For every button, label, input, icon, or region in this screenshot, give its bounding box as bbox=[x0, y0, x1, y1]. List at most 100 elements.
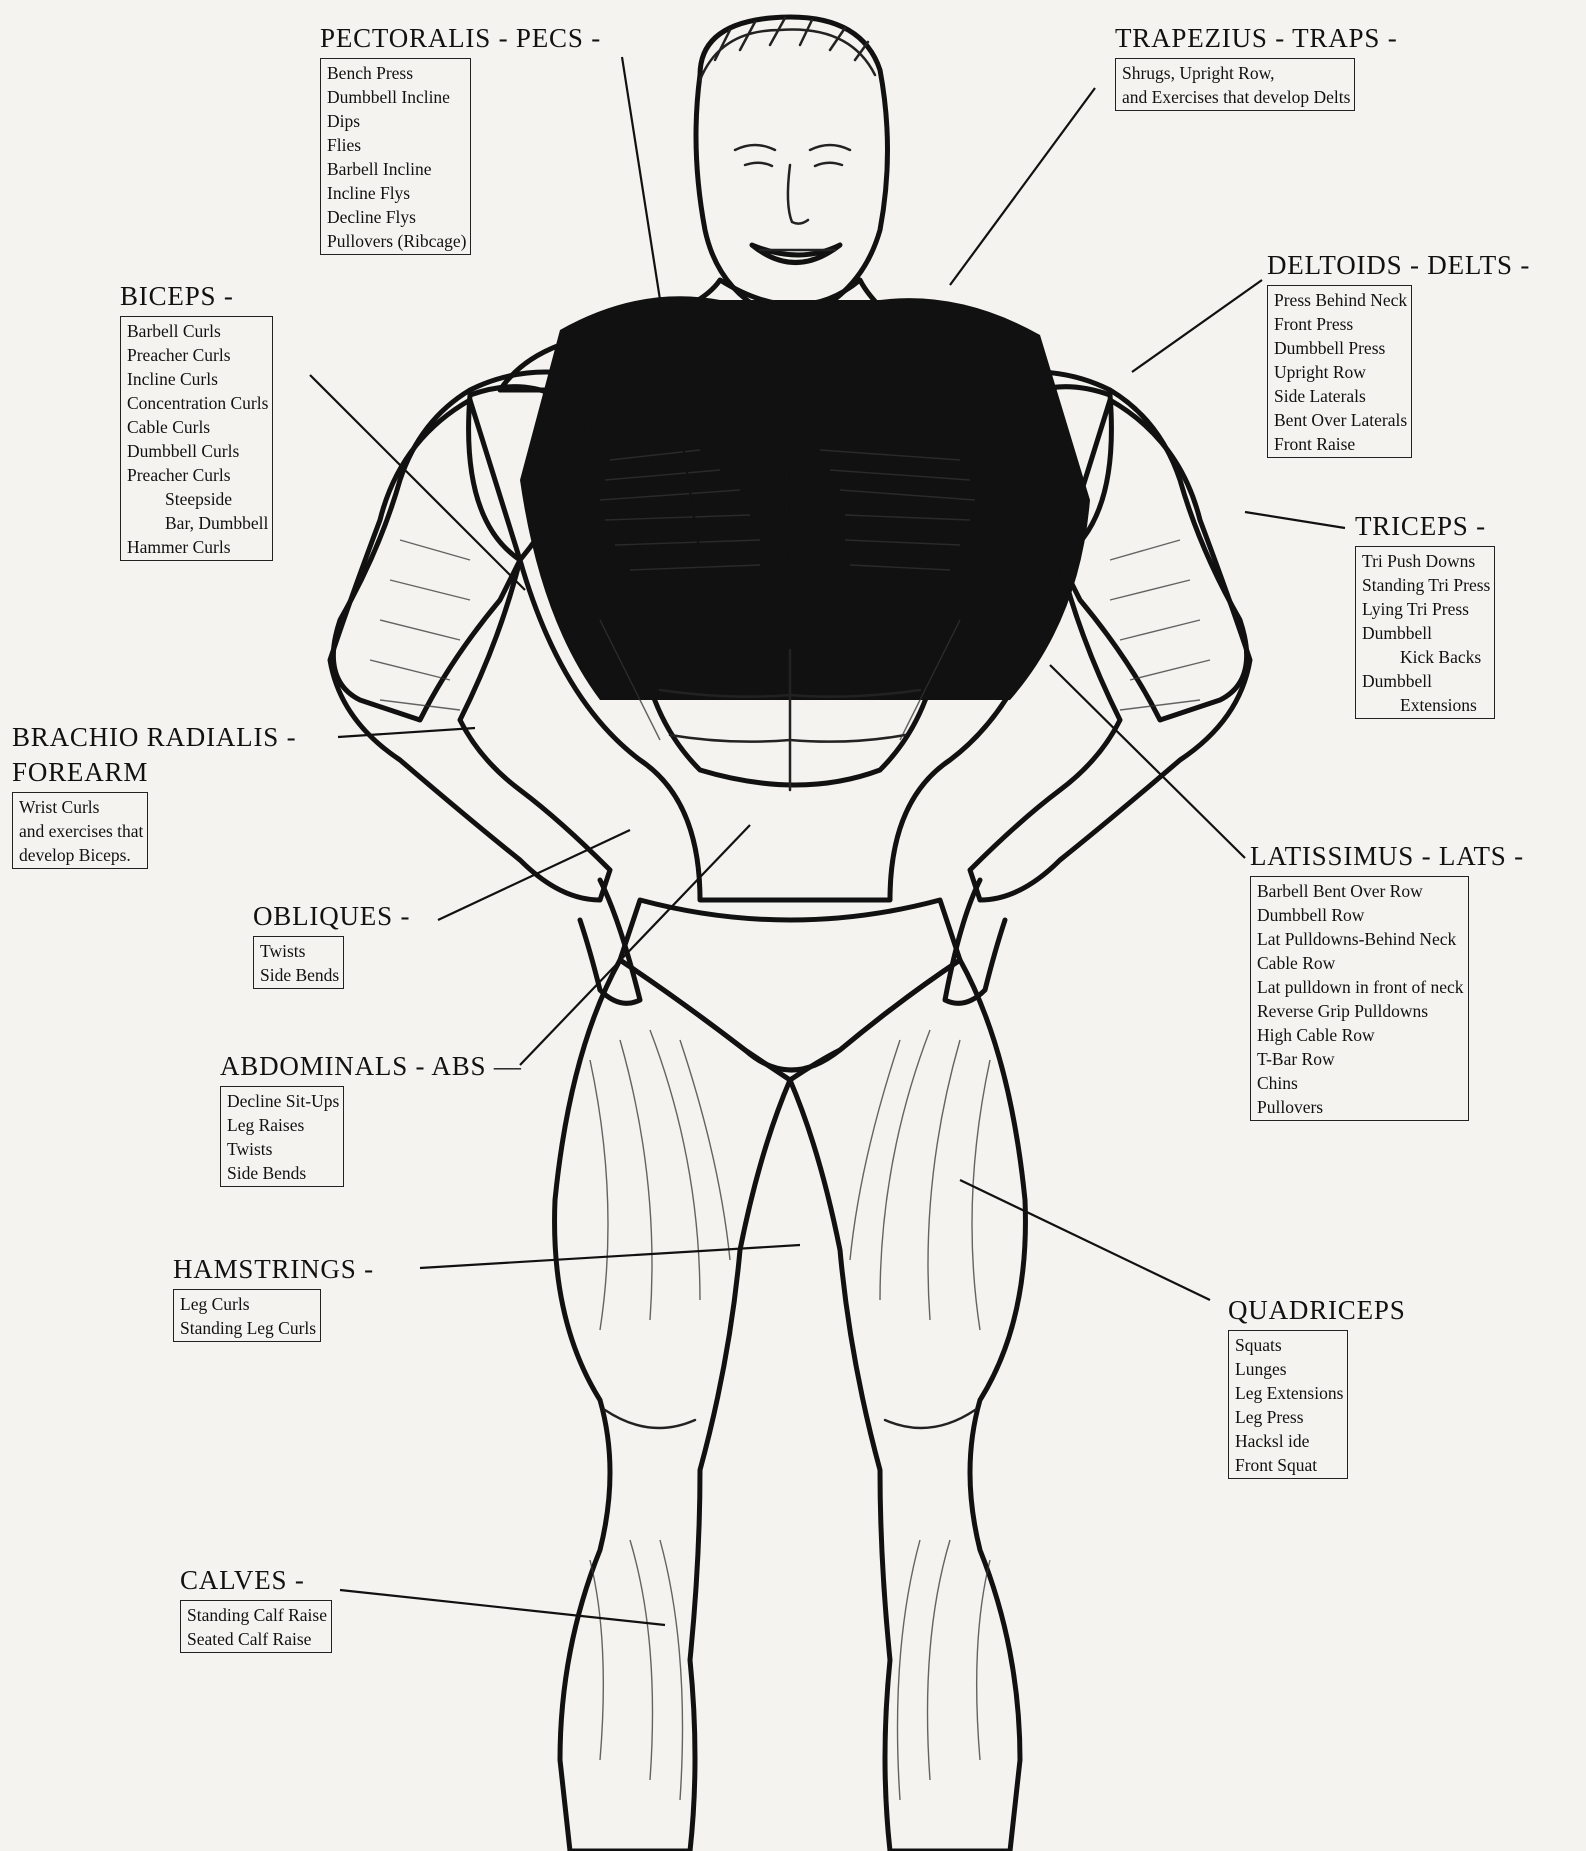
exercise-item: Lat Pulldowns-Behind Neck bbox=[1257, 927, 1464, 951]
hamstrings-label-group: HAMSTRINGS - Leg CurlsStanding Leg Curls bbox=[173, 1256, 374, 1342]
deltoids-exercise-list: Press Behind NeckFront PressDumbbell Pre… bbox=[1274, 288, 1407, 456]
leader-quadriceps bbox=[960, 1180, 1210, 1300]
exercise-item: Lat pulldown in front of neck bbox=[1257, 975, 1464, 999]
abdominals-title: ABDOMINALS - ABS — bbox=[220, 1053, 522, 1080]
exercise-item: Lying Tri Press bbox=[1362, 597, 1490, 621]
exercise-item: Side Laterals bbox=[1274, 384, 1407, 408]
biceps-label-group: BICEPS - Barbell CurlsPreacher CurlsIncl… bbox=[120, 283, 273, 561]
exercise-item: Standing Calf Raise bbox=[187, 1603, 327, 1627]
exercise-item: Bent Over Laterals bbox=[1274, 408, 1407, 432]
forearm-subtitle: FOREARM bbox=[12, 759, 296, 786]
exercise-item: Pullovers (Ribcage) bbox=[327, 229, 466, 253]
latissimus-label-group: LATISSIMUS - LATS - Barbell Bent Over Ro… bbox=[1250, 843, 1524, 1121]
exercise-item: Kick Backs bbox=[1362, 645, 1490, 669]
torso-shadow bbox=[520, 296, 1090, 700]
biceps-exercise-list: Barbell CurlsPreacher CurlsIncline Curls… bbox=[127, 319, 268, 559]
pectoralis-exercise-list: Bench PressDumbbell InclineDipsFliesBarb… bbox=[327, 61, 466, 253]
trapezius-exercise-box: Shrugs, Upright Row,and Exercises that d… bbox=[1115, 58, 1355, 111]
latissimus-exercise-box: Barbell Bent Over RowDumbbell RowLat Pul… bbox=[1250, 876, 1469, 1121]
biceps-title: BICEPS - bbox=[120, 283, 273, 310]
pectoralis-title: PECTORALIS - PECS - bbox=[320, 25, 601, 52]
quadriceps-exercise-list: SquatsLungesLeg ExtensionsLeg PressHacks… bbox=[1235, 1333, 1343, 1477]
exercise-item: Dumbbell Incline bbox=[327, 85, 466, 109]
exercise-item: Squats bbox=[1235, 1333, 1343, 1357]
exercise-item: and exercises that bbox=[19, 819, 143, 843]
biceps-exercise-box: Barbell CurlsPreacher CurlsIncline Curls… bbox=[120, 316, 273, 561]
triceps-label-group: TRICEPS - Tri Push DownsStanding Tri Pre… bbox=[1355, 513, 1495, 719]
exercise-item: Twists bbox=[260, 939, 339, 963]
exercise-item: Barbell Bent Over Row bbox=[1257, 879, 1464, 903]
head-drawing bbox=[696, 17, 888, 322]
hamstrings-exercise-box: Leg CurlsStanding Leg Curls bbox=[173, 1289, 321, 1342]
exercise-item: Bench Press bbox=[327, 61, 466, 85]
latissimus-title: LATISSIMUS - LATS - bbox=[1250, 843, 1524, 870]
exercise-item: Front Raise bbox=[1274, 432, 1407, 456]
trapezius-title: TRAPEZIUS - TRAPS - bbox=[1115, 25, 1397, 52]
calves-exercise-list: Standing Calf RaiseSeated Calf Raise bbox=[187, 1603, 327, 1651]
exercise-item: Cable Row bbox=[1257, 951, 1464, 975]
quadriceps-label-group: QUADRICEPS SquatsLungesLeg ExtensionsLeg… bbox=[1228, 1297, 1406, 1479]
deltoids-label-group: DELTOIDS - DELTS - Press Behind NeckFron… bbox=[1267, 252, 1530, 458]
exercise-item: High Cable Row bbox=[1257, 1023, 1464, 1047]
exercise-item: Shrugs, Upright Row, bbox=[1122, 61, 1350, 85]
brachio-radialis-exercise-list: Wrist Curlsand exercises thatdevelop Bic… bbox=[19, 795, 143, 867]
leader-biceps bbox=[310, 375, 525, 590]
exercise-item: Hacksl ide bbox=[1235, 1429, 1343, 1453]
exercise-item: Standing Leg Curls bbox=[180, 1316, 316, 1340]
hamstrings-title: HAMSTRINGS - bbox=[173, 1256, 374, 1283]
exercise-item: Dumbbell Curls bbox=[127, 439, 268, 463]
exercise-item: Incline Flys bbox=[327, 181, 466, 205]
trapezius-exercise-list: Shrugs, Upright Row,and Exercises that d… bbox=[1122, 61, 1350, 109]
leader-triceps bbox=[1245, 512, 1345, 528]
exercise-item: Steepside bbox=[127, 487, 268, 511]
exercise-item: Wrist Curls bbox=[19, 795, 143, 819]
triceps-title: TRICEPS - bbox=[1355, 513, 1495, 540]
exercise-item: Pullovers bbox=[1257, 1095, 1464, 1119]
quadriceps-exercise-box: SquatsLungesLeg ExtensionsLeg PressHacks… bbox=[1228, 1330, 1348, 1479]
calves-title: CALVES - bbox=[180, 1567, 332, 1594]
exercise-item: Hammer Curls bbox=[127, 535, 268, 559]
trapezius-label-group: TRAPEZIUS - TRAPS - Shrugs, Upright Row,… bbox=[1115, 25, 1397, 111]
exercise-item: Preacher Curls bbox=[127, 343, 268, 367]
exercise-item: Dips bbox=[327, 109, 466, 133]
exercise-item: Dumbbell Row bbox=[1257, 903, 1464, 927]
leader-brachio-radialis bbox=[338, 728, 475, 737]
exercise-item: Cable Curls bbox=[127, 415, 268, 439]
obliques-exercise-box: TwistsSide Bends bbox=[253, 936, 344, 989]
exercise-item: Preacher Curls bbox=[127, 463, 268, 487]
exercise-item: Dumbbell bbox=[1362, 669, 1490, 693]
leader-calves bbox=[340, 1590, 665, 1625]
latissimus-exercise-list: Barbell Bent Over RowDumbbell RowLat Pul… bbox=[1257, 879, 1464, 1119]
abdominals-label-group: ABDOMINALS - ABS — Decline Sit-UpsLeg Ra… bbox=[220, 1053, 522, 1187]
exercise-item: Tri Push Downs bbox=[1362, 549, 1490, 573]
exercise-item: Front Squat bbox=[1235, 1453, 1343, 1477]
exercise-item: Barbell Curls bbox=[127, 319, 268, 343]
exercise-item: Incline Curls bbox=[127, 367, 268, 391]
obliques-exercise-list: TwistsSide Bends bbox=[260, 939, 339, 987]
exercise-item: Barbell Incline bbox=[327, 157, 466, 181]
exercise-item: Leg Raises bbox=[227, 1113, 339, 1137]
legs-drawing bbox=[555, 960, 1026, 1851]
exercise-item: Seated Calf Raise bbox=[187, 1627, 327, 1651]
exercise-item: Lunges bbox=[1235, 1357, 1343, 1381]
calves-exercise-box: Standing Calf RaiseSeated Calf Raise bbox=[180, 1600, 332, 1653]
pectoralis-label-group: PECTORALIS - PECS - Bench PressDumbbell … bbox=[320, 25, 601, 255]
triceps-exercise-box: Tri Push DownsStanding Tri PressLying Tr… bbox=[1355, 546, 1495, 719]
quadriceps-title: QUADRICEPS bbox=[1228, 1297, 1406, 1324]
exercise-item: Side Bends bbox=[227, 1161, 339, 1185]
obliques-label-group: OBLIQUES - TwistsSide Bends bbox=[253, 903, 410, 989]
obliques-title: OBLIQUES - bbox=[253, 903, 410, 930]
exercise-item: Decline Flys bbox=[327, 205, 466, 229]
hamstrings-exercise-list: Leg CurlsStanding Leg Curls bbox=[180, 1292, 316, 1340]
exercise-item: Extensions bbox=[1362, 693, 1490, 717]
brachio-radialis-title: BRACHIO RADIALIS - bbox=[12, 724, 296, 751]
brachio-radialis-label-group: BRACHIO RADIALIS - FOREARM Wrist Curlsan… bbox=[12, 724, 296, 869]
exercise-item: Front Press bbox=[1274, 312, 1407, 336]
abdominals-exercise-box: Decline Sit-UpsLeg RaisesTwistsSide Bend… bbox=[220, 1086, 344, 1187]
exercise-item: Chins bbox=[1257, 1071, 1464, 1095]
leader-hamstrings bbox=[420, 1245, 800, 1268]
deltoids-exercise-box: Press Behind NeckFront PressDumbbell Pre… bbox=[1267, 285, 1412, 458]
trunks-drawing bbox=[620, 900, 960, 1070]
exercise-item: Standing Tri Press bbox=[1362, 573, 1490, 597]
exercise-item: Leg Curls bbox=[180, 1292, 316, 1316]
